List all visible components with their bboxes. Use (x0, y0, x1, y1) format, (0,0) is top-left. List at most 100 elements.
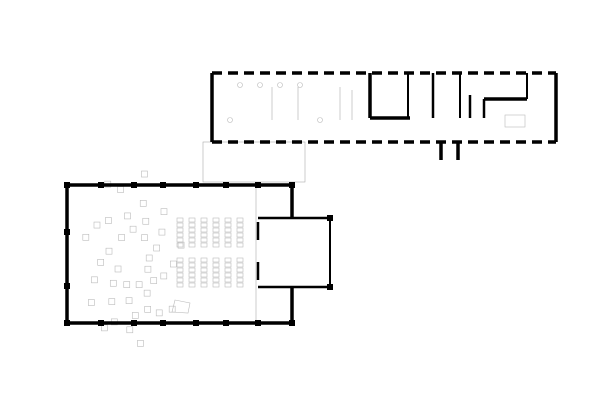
chair (212, 282, 220, 288)
lounge-chair (91, 276, 98, 284)
chair (236, 222, 244, 228)
chair (224, 237, 232, 243)
chair (188, 227, 196, 233)
lounge-chair (118, 234, 125, 241)
chair (200, 227, 208, 233)
chair (212, 257, 220, 263)
chair (188, 272, 196, 278)
chair (224, 267, 232, 273)
chair (236, 232, 244, 238)
column (223, 320, 229, 326)
lounge-chair (131, 312, 139, 319)
chair (236, 217, 244, 223)
chair (176, 267, 184, 273)
chair (200, 272, 208, 278)
chair (236, 242, 244, 248)
column (327, 215, 333, 221)
chair (212, 232, 220, 238)
lounge-chair (108, 298, 116, 305)
chair (200, 257, 208, 263)
chair (236, 277, 244, 283)
desk (504, 114, 526, 128)
lounge-chair (153, 244, 160, 252)
chair (188, 232, 196, 238)
lounge-chair (160, 208, 168, 215)
lounge-chair (114, 265, 122, 273)
lounge-chair (109, 279, 117, 287)
chair (224, 222, 232, 228)
lounge-chair (105, 247, 113, 255)
lounge-chair (101, 324, 108, 332)
column (98, 320, 104, 326)
chair (212, 267, 220, 273)
lounge-chair (139, 200, 147, 207)
office-chair (317, 117, 323, 123)
column (327, 284, 333, 290)
column (289, 320, 295, 326)
chair (176, 227, 184, 233)
chair (212, 242, 220, 248)
lounge-chair (155, 309, 163, 317)
column (64, 283, 70, 289)
chair (224, 242, 232, 248)
chair (200, 232, 208, 238)
column (223, 182, 229, 188)
lounge-chair (123, 281, 131, 288)
lounge-chair (88, 299, 95, 306)
chair (188, 257, 196, 263)
lounge-chair (150, 277, 158, 284)
chair (176, 272, 184, 278)
chair (200, 277, 208, 283)
chair (236, 267, 244, 273)
column (193, 182, 199, 188)
chair (188, 267, 196, 273)
lounge-chair (124, 212, 131, 220)
lounge-chair (158, 228, 166, 236)
chair (212, 217, 220, 223)
lounge-chair (93, 221, 101, 229)
chair (188, 237, 196, 243)
chair (224, 277, 232, 283)
lounge-chair (142, 217, 150, 225)
chair (188, 217, 196, 223)
chair (188, 277, 196, 283)
chair (212, 277, 220, 283)
office-chair (257, 82, 263, 88)
chair (200, 242, 208, 248)
lounge-chair (141, 170, 148, 178)
chair (224, 262, 232, 268)
chair (200, 237, 208, 243)
lounge-chair (141, 234, 148, 241)
lounge-chair (129, 225, 137, 233)
chair (212, 237, 220, 243)
lounge-chair (144, 265, 152, 273)
lounge-chair (125, 297, 133, 304)
chair (212, 272, 220, 278)
chair (212, 262, 220, 268)
chair (224, 257, 232, 263)
chair (236, 257, 244, 263)
column (64, 229, 70, 235)
lounge-chair (82, 233, 90, 241)
chair (188, 282, 196, 288)
lounge-chair (97, 259, 104, 266)
lounge-chair (145, 254, 153, 262)
column (64, 320, 70, 326)
column (289, 182, 295, 188)
chair (176, 217, 184, 223)
chair (236, 262, 244, 268)
chair (200, 267, 208, 273)
chair (176, 282, 184, 288)
column (160, 182, 166, 188)
chair (236, 227, 244, 233)
column (255, 182, 261, 188)
furniture-layer (82, 82, 526, 347)
chair (236, 237, 244, 243)
chair (224, 217, 232, 223)
lounge-chair (135, 281, 143, 288)
lounge-chair (137, 340, 144, 347)
chair (176, 237, 184, 243)
column (255, 320, 261, 326)
chair (200, 222, 208, 228)
